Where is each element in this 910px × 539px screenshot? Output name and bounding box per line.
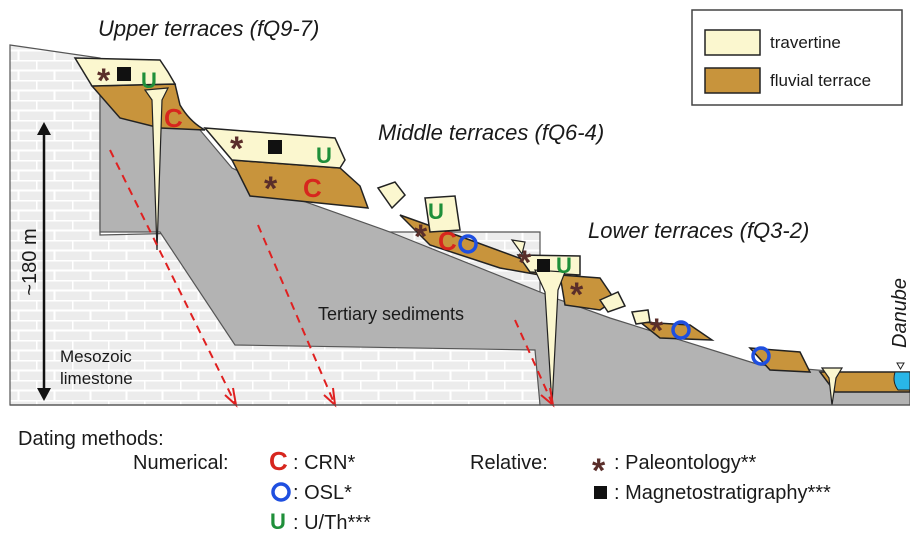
osl-marker xyxy=(458,234,478,254)
paleontology-marker: * xyxy=(230,130,244,168)
numerical-label: Numerical: xyxy=(133,452,229,474)
travertine-lower-vein xyxy=(534,269,566,406)
magnetostratigraphy-marker xyxy=(537,259,550,272)
uth-key-label: : U/Th*** xyxy=(293,512,371,534)
uth-marker: U xyxy=(428,199,444,224)
fault-line-2 xyxy=(257,224,336,406)
crn-marker: C xyxy=(164,103,183,133)
uth-marker: U xyxy=(556,253,572,278)
dating-methods-title: Dating methods: xyxy=(18,428,164,450)
osl-marker xyxy=(671,320,691,340)
paleontology-marker: * xyxy=(650,312,664,350)
paleontology-key-symbol: * xyxy=(592,452,606,490)
paleontology-key-label: : Paleontology** xyxy=(614,452,757,474)
danube-water-level-marker xyxy=(896,362,905,370)
uth-key-symbol: U xyxy=(270,509,286,534)
legend-label-fluvial: fluvial terrace xyxy=(770,71,871,90)
fault-line-1 xyxy=(109,149,237,406)
magnetostratigraphy-key-symbol xyxy=(594,486,607,499)
magnetostratigraphy-marker xyxy=(268,140,282,154)
tertiary-sediments-label: Tertiary sediments xyxy=(318,304,464,324)
travertine-block-1 xyxy=(376,181,406,210)
paleontology-marker: * xyxy=(414,218,428,256)
paleontology-marker: * xyxy=(518,244,532,282)
legend: travertine fluvial terrace xyxy=(691,9,903,106)
uth-marker: U xyxy=(141,68,157,93)
travertine-block-4 xyxy=(598,291,627,313)
upper-terraces-title: Upper terraces (fQ9-7) xyxy=(98,16,319,41)
osl-key-symbol xyxy=(271,482,291,502)
fault-line-3 xyxy=(514,319,554,406)
magnetostratigraphy-marker xyxy=(117,67,131,81)
fluvial-terrace-upper xyxy=(90,83,206,131)
danube-water xyxy=(893,371,910,391)
travertine-lower-vein-2 xyxy=(820,367,844,406)
height-arrow-top-head xyxy=(37,122,51,135)
legend-swatch-travertine xyxy=(704,29,761,56)
crn-marker: C xyxy=(303,173,322,203)
uth-marker: U xyxy=(316,143,332,168)
travertine-block-5 xyxy=(630,309,651,325)
travertine-block-3 xyxy=(510,239,526,256)
paleontology-marker: * xyxy=(264,170,278,208)
legend-label-travertine: travertine xyxy=(770,33,841,52)
osl-marker xyxy=(751,346,771,366)
magnetostratigraphy-key-label: : Magnetostratigraphy*** xyxy=(614,482,831,504)
paleontology-marker: * xyxy=(570,276,584,314)
middle-terraces-title: Middle terraces (fQ6-4) xyxy=(378,120,604,145)
osl-key-label: : OSL* xyxy=(293,482,352,504)
relative-label: Relative: xyxy=(470,452,548,474)
paleontology-marker: * xyxy=(97,62,111,100)
crn-key-label: : CRN* xyxy=(293,452,355,474)
lower-terraces-title: Lower terraces (fQ3-2) xyxy=(588,218,809,243)
danube-label: Danube xyxy=(889,278,910,348)
mesozoic-label: Mesozoic xyxy=(60,347,132,366)
travertine-block-2 xyxy=(424,195,461,233)
limestone-label: limestone xyxy=(60,369,133,388)
legend-swatch-fluvial xyxy=(704,67,761,94)
crn-marker: C xyxy=(438,226,457,256)
height-label: ~180 m xyxy=(19,228,41,295)
height-arrow-bottom-head xyxy=(37,388,51,401)
travertine-upper-vein xyxy=(143,87,170,251)
crn-key-symbol: C xyxy=(269,446,288,476)
